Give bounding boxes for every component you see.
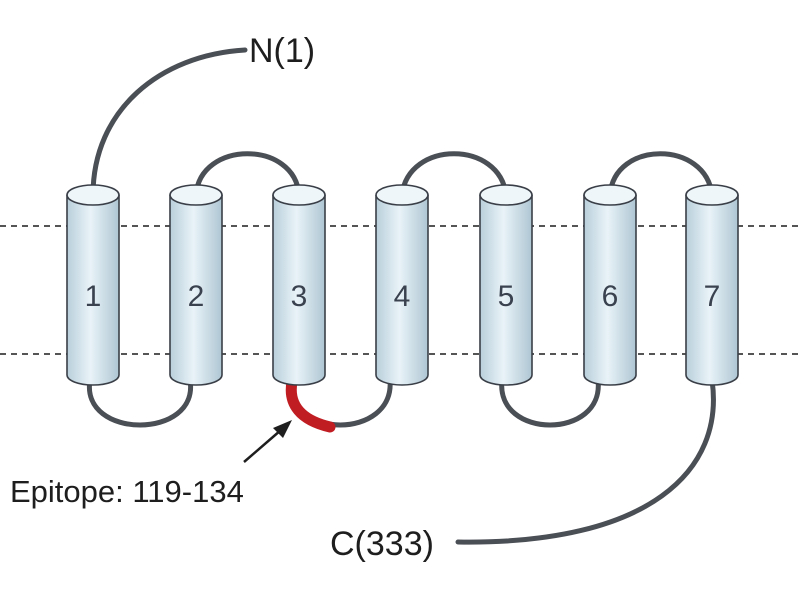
extracellular-loop-4-5: [399, 151, 509, 198]
helix-7: 7: [685, 184, 739, 386]
helix-7-label: 7: [704, 280, 721, 313]
intracellular-loop-1-2: [87, 377, 193, 428]
epitope-label: Epitope: 119-134: [10, 474, 244, 509]
c-terminal-tail: [455, 377, 716, 545]
helix-6: 6: [583, 184, 637, 386]
extracellular-loop-6-7: [607, 151, 715, 198]
n-terminus-label: N(1): [249, 32, 315, 70]
helix-3-label: 3: [291, 280, 308, 313]
n-terminal-tail: [90, 47, 248, 198]
epitope-arrow: [243, 420, 292, 463]
helix-1-label: 1: [85, 280, 102, 313]
helix-4: 4: [375, 184, 429, 386]
epitope-segment: [285, 376, 336, 433]
helix-6-label: 6: [602, 280, 619, 313]
extracellular-loop-2-3: [193, 151, 302, 198]
helix-2: 2: [169, 184, 223, 386]
helix-3: 3: [272, 184, 326, 386]
c-terminus-label: C(333): [330, 525, 434, 563]
helix-1: 1: [66, 184, 120, 386]
intracellular-loop-5-6: [499, 377, 601, 428]
helix-2-label: 2: [188, 280, 205, 313]
helix-5: 5: [479, 184, 533, 386]
helix-5-label: 5: [498, 280, 515, 313]
helix-4-label: 4: [394, 280, 411, 313]
